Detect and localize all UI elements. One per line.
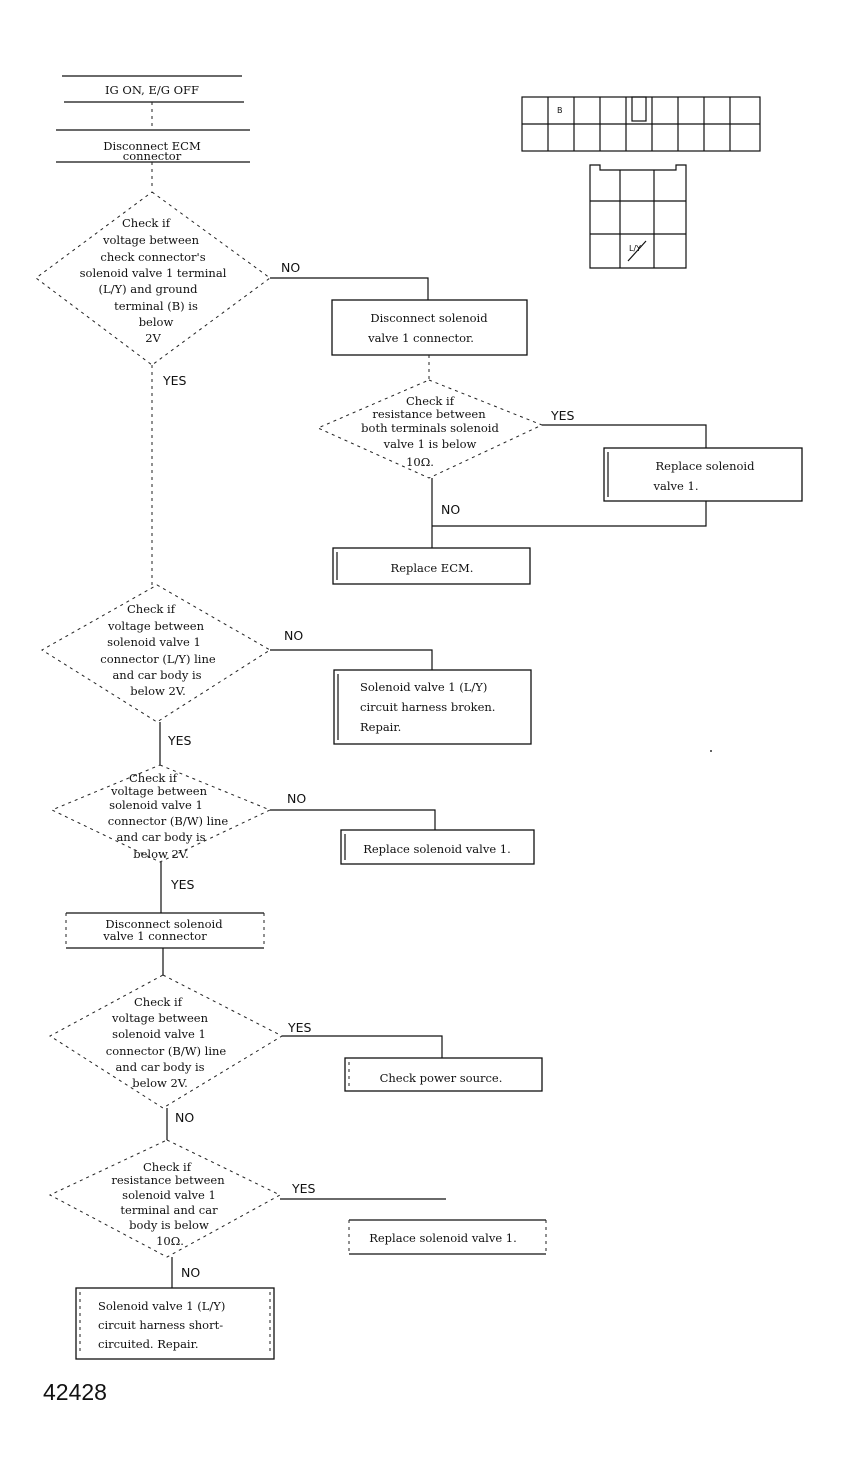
d4-line1: Check if xyxy=(129,771,178,785)
d4-yes-label: YES xyxy=(170,877,195,892)
b5-text: Replace solenoid valve 1. xyxy=(363,842,511,856)
box-replace-ecm: Replace ECM. xyxy=(332,547,531,585)
b6-text: Check power source. xyxy=(380,1071,503,1085)
figure-number: 42428 xyxy=(43,1379,107,1405)
d6-line4: terminal and car xyxy=(120,1203,218,1217)
step-disconnect-ecm-line2: connector xyxy=(123,149,182,163)
d4-line5: and car body is xyxy=(116,830,205,844)
d3-line5: and car body is xyxy=(112,668,201,682)
d4-no-label: NO xyxy=(287,791,306,806)
d3-line6: below 2V. xyxy=(130,684,186,698)
step-disconnect-ecm-line1: Disconnect ECM xyxy=(103,139,201,153)
d1-line1: Check if xyxy=(122,216,171,230)
pin-ly-label: L/Y xyxy=(629,244,641,253)
d1-line7: below xyxy=(139,315,174,329)
d5-yes-label: YES xyxy=(287,1020,312,1035)
d3-line2: voltage between xyxy=(107,619,205,633)
d1-line2: voltage between xyxy=(102,233,200,247)
pin-b-label: B xyxy=(557,106,563,115)
d6-no-label: NO xyxy=(181,1265,200,1280)
d5-no-label: NO xyxy=(175,1110,194,1125)
d5-line3: solenoid valve 1 xyxy=(112,1027,206,1041)
box-ly-harness-broken: Solenoid valve 1 (L/Y) circuit harness b… xyxy=(333,669,532,745)
d5-line1: Check if xyxy=(134,995,183,1009)
decision-bw-line-voltage: Check if voltage between solenoid valve … xyxy=(50,764,272,863)
decision-check-connector-voltage: Check if voltage between check connector… xyxy=(35,191,271,366)
d1-line3: check connector's xyxy=(100,250,205,264)
d1-no-label: NO xyxy=(281,260,300,275)
d6-line5: body is below xyxy=(129,1218,209,1232)
box-replace-solenoid-1: Replace solenoid valve 1. xyxy=(603,447,803,502)
box-ly-harness-short: Solenoid valve 1 (L/Y) circuit harness s… xyxy=(75,1287,275,1360)
step-ig-on-text: IG ON, E/G OFF xyxy=(105,83,199,97)
decision-solenoid-resistance: Check if resistance between both termina… xyxy=(316,379,544,479)
b8-line3: circuited. Repair. xyxy=(98,1337,199,1351)
d6-line6: 10Ω. xyxy=(156,1234,184,1248)
step-ig-on: IG ON, E/G OFF xyxy=(62,75,244,103)
d5-line5: and car body is xyxy=(115,1060,204,1074)
d6-line1: Check if xyxy=(143,1160,192,1174)
d4-line6: below 2V. xyxy=(133,847,189,861)
d2-line1: Check if xyxy=(406,394,455,408)
step-disconnect-ecm: Disconnect ECM connector xyxy=(56,129,250,163)
d2-line4: valve 1 is below xyxy=(383,437,477,451)
d3-line3: solenoid valve 1 xyxy=(107,635,201,649)
b2-line2: valve 1. xyxy=(653,479,699,493)
d4-line2: voltage between xyxy=(110,784,208,798)
b2-line1: Replace solenoid xyxy=(656,459,756,473)
b8-line1: Solenoid valve 1 (L/Y) xyxy=(98,1299,225,1313)
d1-line8: 2V xyxy=(145,331,161,345)
d1-yes-label: YES xyxy=(162,373,187,388)
d2-no-label: NO xyxy=(441,502,460,517)
s3-line2: valve 1 connector xyxy=(102,929,207,943)
b4-line3: Repair. xyxy=(360,720,401,734)
decision-terminal-resistance: Check if resistance between solenoid val… xyxy=(48,1139,282,1258)
b1-line2: valve 1 connector. xyxy=(367,331,474,345)
d5-line4: connector (B/W) line xyxy=(106,1044,227,1058)
d1-line4: solenoid valve 1 terminal xyxy=(80,266,227,280)
d6-line2: resistance between xyxy=(111,1173,225,1187)
d5-line6: below 2V. xyxy=(132,1076,188,1090)
decision-ly-line-voltage: Check if voltage between solenoid valve … xyxy=(41,584,271,723)
step-disconnect-solenoid: Disconnect solenoid valve 1 connector xyxy=(65,912,265,949)
d3-line1: Check if xyxy=(127,602,176,616)
d3-yes-label: YES xyxy=(167,733,192,748)
box-replace-solenoid-3: Replace solenoid valve 1. xyxy=(348,1219,547,1255)
b4-line1: Solenoid valve 1 (L/Y) xyxy=(360,680,487,694)
d2-yes-label: YES xyxy=(550,408,575,423)
d3-no-label: NO xyxy=(284,628,303,643)
decision-bw-voltage-disconnected: Check if voltage between solenoid valve … xyxy=(49,974,284,1109)
d1-line6: terminal (B) is xyxy=(114,299,198,313)
b7-text: Replace solenoid valve 1. xyxy=(369,1231,517,1245)
b3-text: Replace ECM. xyxy=(391,561,474,575)
connector-diagram: B L/Y xyxy=(521,96,761,269)
d6-line3: solenoid valve 1 xyxy=(122,1188,216,1202)
d5-line2: voltage between xyxy=(111,1011,209,1025)
d4-line4: connector (B/W) line xyxy=(108,814,229,828)
box-check-power-source: Check power source. xyxy=(344,1057,543,1092)
d6-yes-label: YES xyxy=(291,1181,316,1196)
d4-line3: solenoid valve 1 xyxy=(109,798,203,812)
d3-line4: connector (L/Y) line xyxy=(100,652,216,666)
s3-line1: Disconnect solenoid xyxy=(105,917,223,931)
b1-line1: Disconnect solenoid xyxy=(370,311,488,325)
box-disconnect-solenoid: Disconnect solenoid valve 1 connector. xyxy=(331,299,528,356)
d2-line2: resistance between xyxy=(372,407,486,421)
b4-line2: circuit harness broken. xyxy=(360,700,495,714)
d2-line3: both terminals solenoid xyxy=(361,421,499,435)
b8-line2: circuit harness short- xyxy=(98,1318,223,1332)
d1-line5: (L/Y) and ground xyxy=(99,282,199,296)
d2-line5: 10Ω. xyxy=(406,455,434,469)
box-replace-solenoid-2: Replace solenoid valve 1. xyxy=(340,829,535,865)
